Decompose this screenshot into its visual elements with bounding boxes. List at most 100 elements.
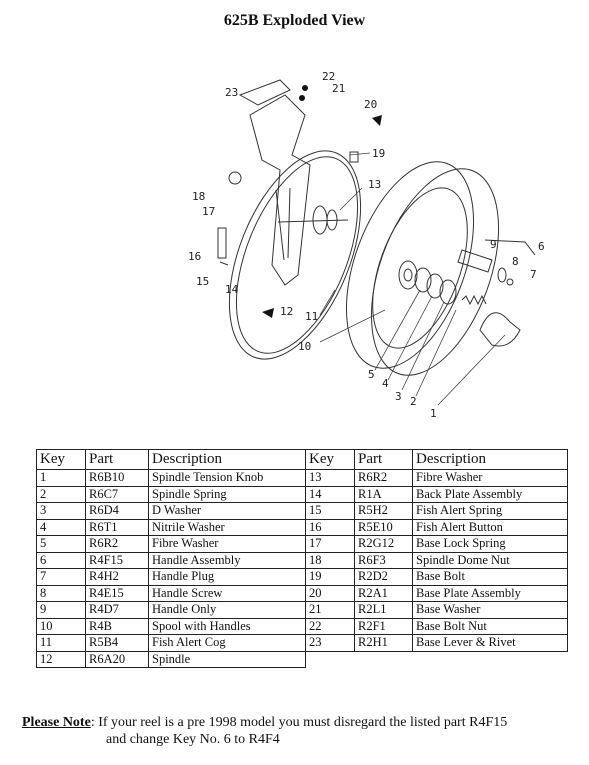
callout-14: 14 [225, 283, 239, 296]
cell-description: Handle Assembly [148, 551, 306, 569]
callout-5: 5 [368, 368, 375, 381]
spindle-dome-nut [228, 171, 242, 185]
cell-key: 16 [305, 518, 355, 536]
cell-description: Nitrile Washer [148, 518, 306, 536]
callout-10: 10 [298, 340, 311, 353]
table-row: 12 R6A20 Spindle [36, 650, 568, 668]
cell-description: Fish Alert Spring [412, 502, 568, 520]
cell-part: R4E15 [85, 584, 149, 602]
callout-11: 11 [305, 310, 318, 323]
table-header-row: Key Part Description Key Part Descriptio… [36, 449, 568, 470]
cell-key: 13 [305, 469, 355, 487]
table-row: 6 R4F15 Handle Assembly 18 R6F3 Spindle … [36, 551, 568, 569]
cell-key: 7 [36, 568, 86, 586]
callout-1: 1 [430, 407, 437, 420]
cell-key: 3 [36, 502, 86, 520]
col-header-part-2: Part [354, 449, 413, 470]
cell-description: Back Plate Assembly [412, 485, 568, 503]
spool-rear [345, 161, 475, 369]
cell-key: 6 [36, 551, 86, 569]
cell-key: 14 [305, 485, 355, 503]
callout-3: 3 [395, 390, 402, 403]
cell-key: 9 [36, 601, 86, 619]
cell-key: 21 [305, 601, 355, 619]
cell-description: Handle Plug [148, 568, 306, 586]
cell-description: Base Bolt [412, 568, 568, 586]
cell-part: R4B [85, 617, 149, 635]
note-line-1: : If your reel is a pre 1998 model you m… [90, 715, 508, 730]
base-plate [249, 94, 311, 286]
table-row: 10 R4B Spool with Handles 22 R2F1 Base B… [36, 617, 568, 635]
cell-key: 11 [36, 634, 86, 652]
col-header-description: Description [148, 449, 306, 470]
spindle-tension-knob [479, 312, 521, 347]
cell-part: R2L1 [354, 601, 413, 619]
cell-description: Spindle Spring [148, 485, 306, 503]
cell-key: 23 [305, 634, 355, 652]
cell-description: Base Bolt Nut [412, 617, 568, 635]
callout-18: 18 [192, 190, 205, 203]
back-plate-rim [235, 156, 359, 354]
cell-part: R6B10 [85, 469, 149, 487]
callout-9: 9 [490, 238, 497, 251]
table-row: 11 R5B4 Fish Alert Cog 23 R2H1 Base Leve… [36, 634, 568, 652]
table-row: 4 R6T1 Nitrile Washer 16 R5E10 Fish Aler… [36, 518, 568, 536]
col-header-part: Part [85, 449, 149, 470]
cell-description: Spindle Dome Nut [412, 551, 568, 569]
cell-part: R6R2 [85, 535, 149, 553]
callout-22: 22 [322, 70, 335, 83]
table-row: 9 R4D7 Handle Only 21 R2L1 Base Washer [36, 601, 568, 619]
cell-part: R6A20 [85, 650, 149, 668]
cell-part: R5E10 [354, 518, 413, 536]
base-lever [238, 79, 291, 106]
table-row: 5 R6R2 Fibre Washer 17 R2G12 Base Lock S… [36, 535, 568, 553]
cell-description: Fish Alert Button [412, 518, 568, 536]
fibre-washer [414, 267, 432, 293]
cell-description: Fibre Washer [412, 469, 568, 487]
col-header-key: Key [36, 449, 86, 470]
back-plate [228, 150, 362, 360]
cell-key: 20 [305, 584, 355, 602]
callout-12: 12 [280, 305, 293, 318]
callout-6: 6 [538, 240, 545, 253]
parts-table: Key Part Description Key Part Descriptio… [36, 449, 568, 668]
cell-part: R2D2 [354, 568, 413, 586]
cell-part: R5H2 [354, 502, 413, 520]
cell-description: Fibre Washer [148, 535, 306, 553]
cell-description: Base Lock Spring [412, 535, 568, 553]
cell-key: 2 [36, 485, 86, 503]
callout-23: 23 [225, 86, 238, 99]
cell-description: Base Washer [412, 601, 568, 619]
cell-part: R1A [354, 485, 413, 503]
callout-2: 2 [410, 395, 417, 408]
cell-key: 4 [36, 518, 86, 536]
cell-description: Handle Screw [148, 584, 306, 602]
callout-13: 13 [368, 178, 381, 191]
cell-key: 15 [305, 502, 355, 520]
callout-21: 21 [332, 82, 345, 95]
table-row: 1 R6B10 Spindle Tension Knob 13 R6R2 Fib… [36, 469, 568, 487]
callout-16: 16 [188, 250, 201, 263]
cell-part: R2A1 [354, 584, 413, 602]
callout-15: 15 [196, 275, 209, 288]
cell-description: Base Plate Assembly [412, 584, 568, 602]
cell-part: R4D7 [85, 601, 149, 619]
callout-7: 7 [530, 268, 537, 281]
cell-key: 5 [36, 535, 86, 553]
callout-8: 8 [512, 255, 519, 268]
callout-20: 20 [364, 98, 377, 111]
cell-part: R6F3 [354, 551, 413, 569]
cell-description: Spool with Handles [148, 617, 306, 635]
please-note: Please Note: If your reel is a pre 1998 … [22, 714, 582, 748]
table-row: 2 R6C7 Spindle Spring 14 R1A Back Plate … [36, 485, 568, 503]
note-label: Please Note [22, 715, 91, 730]
cell-key: 12 [36, 650, 86, 668]
cell-part: R4H2 [85, 568, 149, 586]
cell-part: R2G12 [354, 535, 413, 553]
cell-part: R6C7 [85, 485, 149, 503]
cell-part: R4F15 [85, 551, 149, 569]
cell-description: Spindle Tension Knob [148, 469, 306, 487]
cell-part: R6D4 [85, 502, 149, 520]
exploded-view-diagram: 1 2 3 4 5 6 7 8 9 10 11 12 13 14 15 16 1… [188, 70, 545, 420]
cell-key: 19 [305, 568, 355, 586]
